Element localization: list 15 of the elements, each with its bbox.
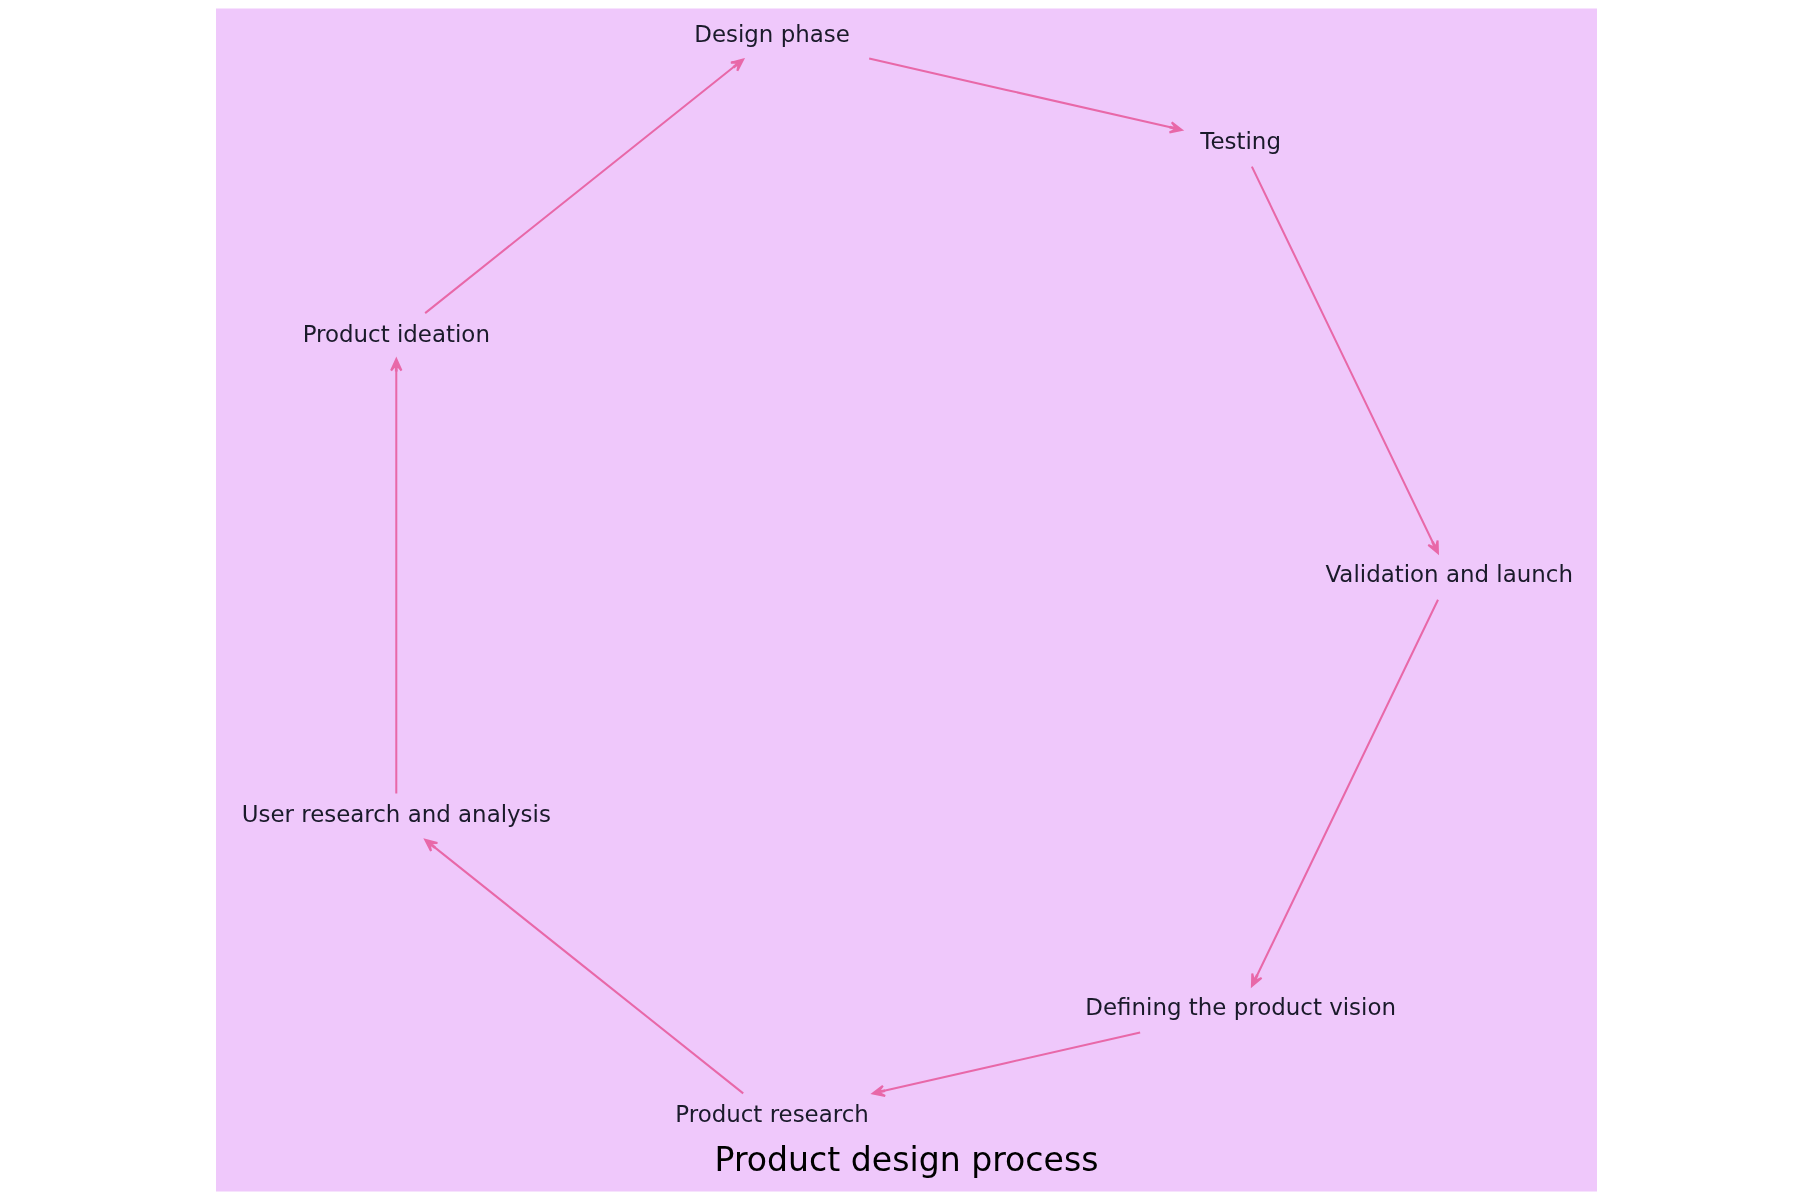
node-text: Validation and launch [1324, 561, 1573, 588]
arrow [1250, 599, 1439, 988]
node-text: Defining the product vision [1084, 994, 1396, 1021]
diagram-title: Product design process [714, 1139, 1098, 1179]
arrow [389, 358, 402, 794]
node-text: Testing [1199, 127, 1281, 154]
node-text: Product research [674, 1101, 869, 1128]
arrow [871, 1031, 1140, 1097]
arrow [424, 58, 744, 314]
arrow [868, 57, 1183, 134]
arrow [423, 838, 744, 1095]
node-text: Design phase [693, 21, 850, 48]
node-text: Product ideation [302, 320, 490, 347]
node-text: User research and analysis [241, 801, 551, 828]
arrow [1250, 166, 1439, 555]
